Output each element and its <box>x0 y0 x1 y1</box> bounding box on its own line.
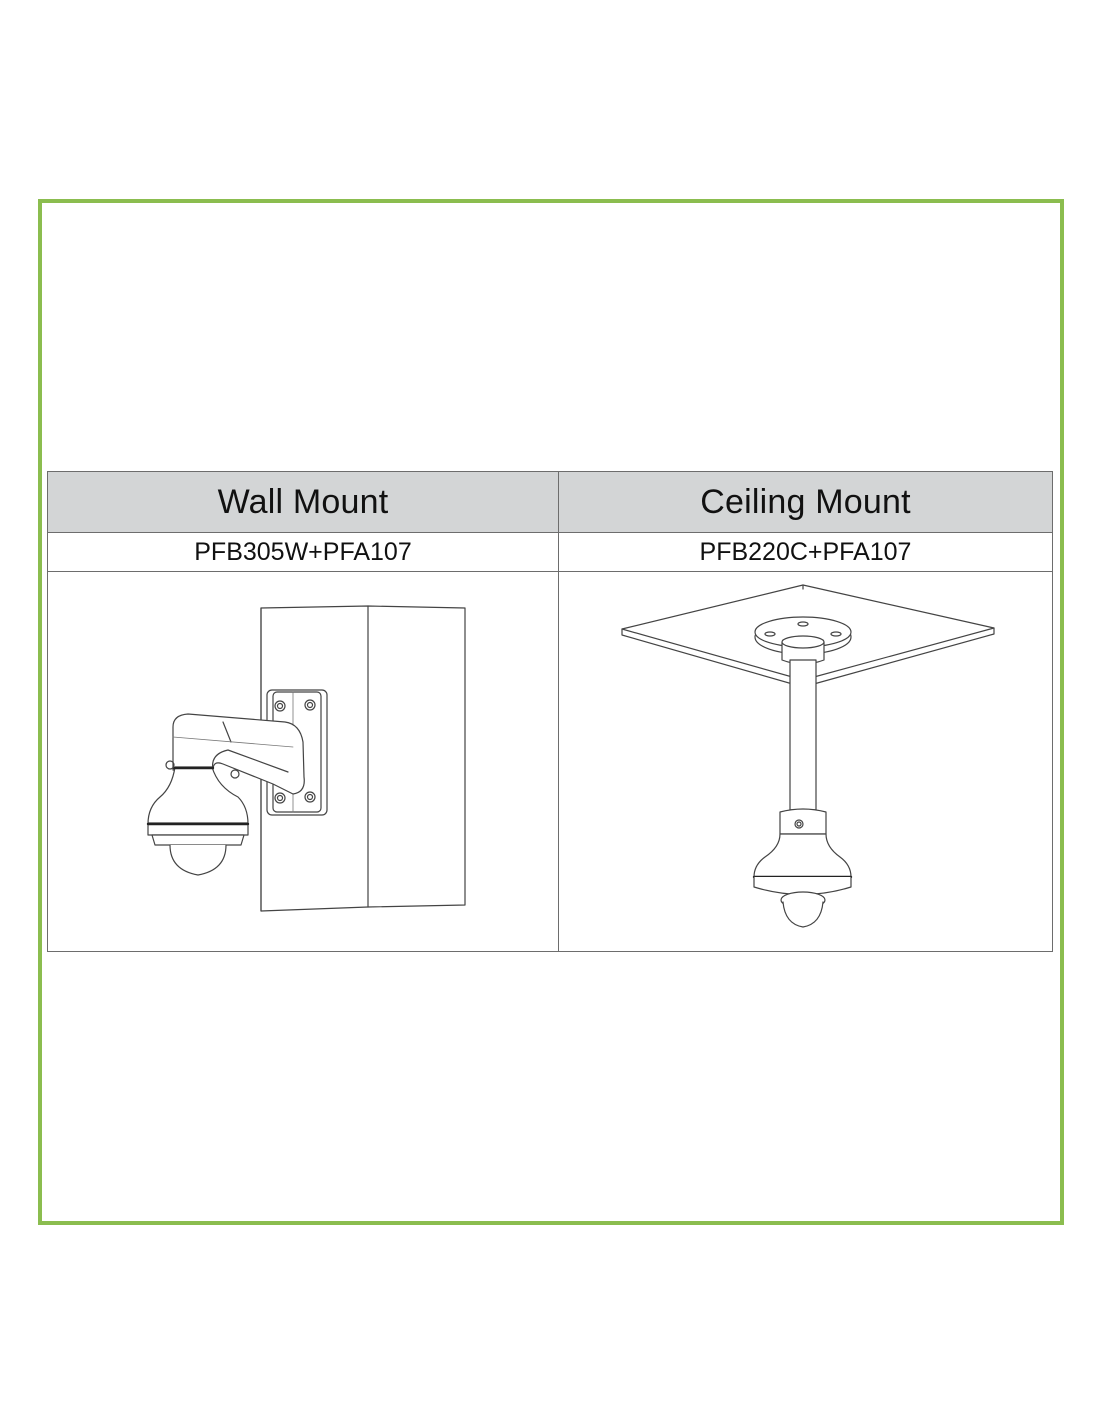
ceiling-mount-camera-drawing <box>621 584 995 928</box>
dome-camera <box>752 808 853 928</box>
wall-mount-model: PFB305W+PFA107 <box>47 532 559 573</box>
header-row: Wall Mount Ceiling Mount <box>47 470 1053 534</box>
dome-camera <box>146 760 250 876</box>
mount-options-table: Wall Mount Ceiling Mount PFB305W+PFA107 … <box>47 470 1053 952</box>
illustration-row <box>47 571 1053 952</box>
ceiling-mount-illustration-cell <box>558 571 1053 952</box>
model-row: PFB305W+PFA107 PFB220C+PFA107 <box>47 532 1053 573</box>
wall-mount-illustration-cell <box>47 571 559 952</box>
page-frame-border <box>38 199 1064 1225</box>
ceiling-flange <box>754 616 852 665</box>
wall-mount-camera-drawing <box>146 605 466 912</box>
ceiling-pole <box>789 659 817 811</box>
header-ceiling-mount: Ceiling Mount <box>558 470 1053 534</box>
header-wall-mount: Wall Mount <box>47 470 559 534</box>
ceiling-mount-model: PFB220C+PFA107 <box>558 532 1053 573</box>
